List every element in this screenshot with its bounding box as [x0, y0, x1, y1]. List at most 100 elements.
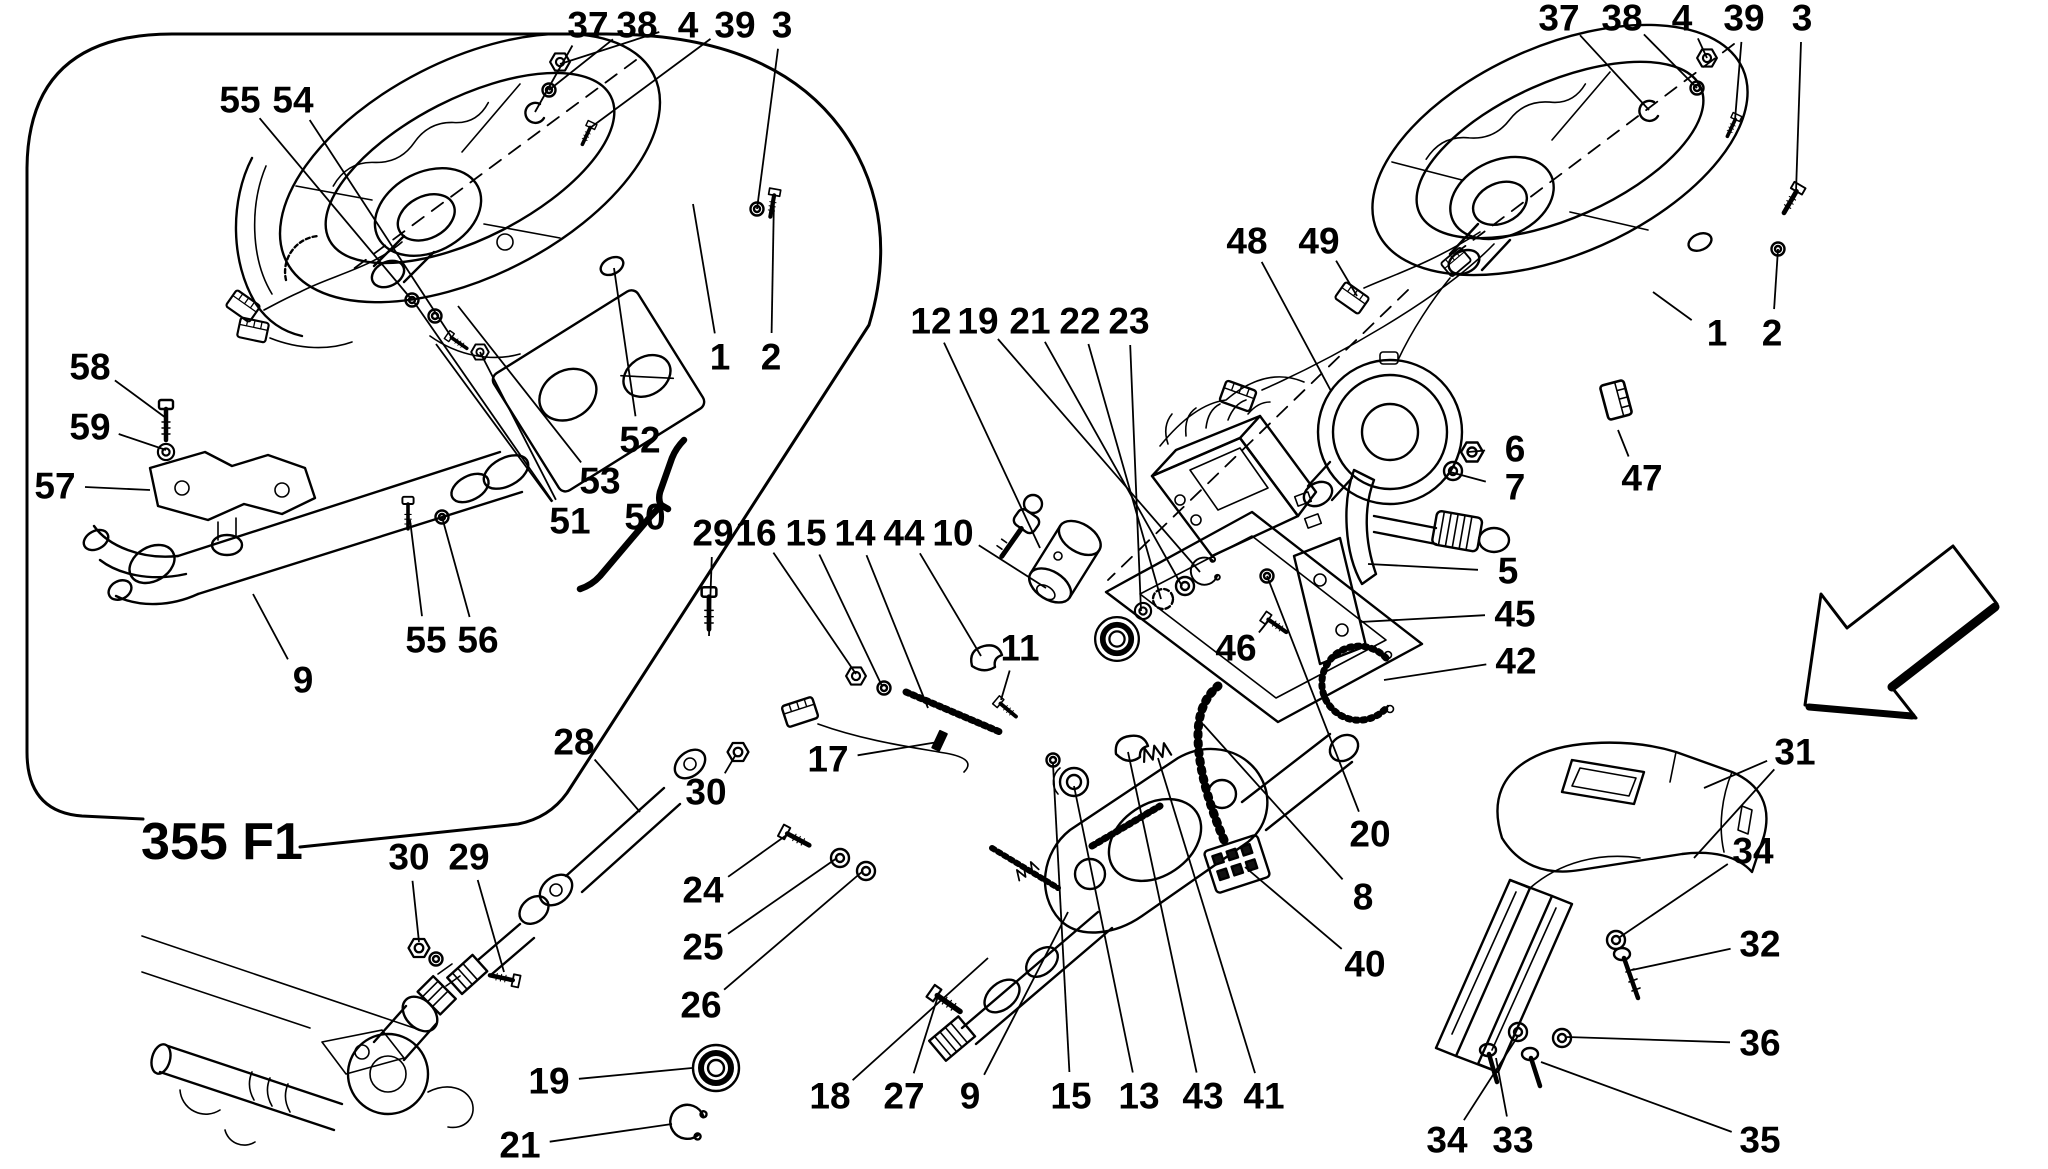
horn-slip-ring — [1302, 246, 1473, 508]
callout-4: 4 — [678, 5, 699, 46]
leader-line-12 — [943, 342, 1041, 549]
callout-36: 36 — [1739, 1023, 1780, 1064]
callout-17: 17 — [807, 739, 848, 780]
callout-27: 27 — [883, 1076, 924, 1117]
callout-1: 1 — [1707, 313, 1728, 354]
callout-38: 38 — [1601, 0, 1642, 39]
callout-55: 55 — [219, 80, 260, 121]
leader-line-37 — [1579, 34, 1650, 111]
column-bracket-assembly — [702, 510, 1424, 1017]
direction-arrow — [1803, 544, 2000, 720]
callout-25: 25 — [682, 927, 723, 968]
indicator-stalk — [1260, 441, 1511, 724]
leader-line-8 — [1202, 723, 1344, 881]
callout-55: 55 — [405, 620, 446, 661]
callout-1: 1 — [710, 337, 731, 378]
leader-line-28 — [593, 758, 641, 813]
leader-line-3 — [1795, 41, 1802, 193]
callout-20: 20 — [1349, 814, 1390, 855]
callout-29: 29 — [448, 837, 489, 878]
leader-line-14 — [865, 554, 929, 709]
leader-line-39 — [589, 38, 712, 129]
leader-line-29 — [476, 879, 505, 973]
callout-41: 41 — [1243, 1076, 1284, 1117]
leader-line-6 — [1467, 449, 1486, 453]
callout-19: 19 — [957, 301, 998, 342]
leader-line-15 — [1052, 763, 1071, 1073]
intermediate-shaft-lower — [407, 748, 707, 996]
leader-line-19 — [997, 338, 1201, 573]
leader-line-24 — [727, 833, 789, 878]
leader-line-7 — [1449, 471, 1487, 483]
callout-15: 15 — [785, 513, 826, 554]
leader-line-30 — [411, 880, 420, 943]
callout-3: 3 — [772, 5, 793, 46]
callout-34: 34 — [1732, 831, 1774, 872]
leader-line-36 — [1566, 1036, 1731, 1044]
callout-9: 9 — [960, 1076, 981, 1117]
leader-line-13 — [1073, 785, 1134, 1073]
callout-54: 54 — [272, 80, 314, 121]
leader-line-27 — [912, 995, 939, 1074]
leader-line-3 — [756, 48, 779, 210]
leader-line-37 — [534, 45, 574, 113]
callout-37: 37 — [1538, 0, 1579, 39]
callout-53: 53 — [579, 461, 620, 502]
leader-line-51 — [413, 301, 554, 503]
leader-line-29 — [708, 556, 713, 637]
ignition-switch — [1095, 376, 1323, 661]
callout-8: 8 — [1353, 877, 1374, 918]
callout-15: 15 — [1050, 1076, 1091, 1117]
callout-46: 46 — [1215, 628, 1256, 669]
callout-32: 32 — [1739, 924, 1780, 965]
leader-line-25 — [727, 857, 838, 935]
steering-wheel-right — [1107, 23, 1806, 581]
callout-58: 58 — [69, 347, 110, 388]
callout-42: 42 — [1495, 641, 1536, 682]
leader-line-58 — [114, 379, 167, 419]
leader-line-16 — [772, 552, 857, 675]
leader-line-9 — [983, 911, 1069, 1076]
leader-line-39 — [1734, 41, 1743, 121]
region-355f1-boundary — [25, 32, 883, 849]
leader-line-22 — [1087, 343, 1162, 600]
callout-29: 29 — [692, 513, 733, 554]
callout-12: 12 — [910, 301, 951, 342]
callout-26: 26 — [680, 985, 721, 1026]
callout-7: 7 — [1505, 467, 1526, 508]
callout-49: 49 — [1298, 221, 1339, 262]
callout-5: 5 — [1498, 551, 1519, 592]
leader-line-31 — [1693, 768, 1775, 859]
leader-line-11 — [1000, 670, 1011, 701]
callout-16: 16 — [735, 513, 776, 554]
steering-column-left — [82, 156, 706, 606]
callout-18: 18 — [809, 1076, 850, 1117]
callout-19: 19 — [528, 1061, 569, 1102]
leader-line-42 — [1383, 663, 1487, 681]
leader-line-34 — [1463, 1035, 1519, 1121]
callout-28: 28 — [553, 722, 594, 763]
leader-line-38 — [548, 38, 614, 91]
leader-line-33 — [1495, 1057, 1508, 1117]
leader-line-54 — [308, 119, 453, 339]
callout-48: 48 — [1226, 221, 1267, 262]
leader-line-4 — [1697, 38, 1708, 59]
leader-line-17 — [857, 741, 939, 757]
leader-line-2 — [1773, 248, 1779, 310]
leader-line-2 — [770, 195, 775, 334]
callout-31: 31 — [1774, 732, 1815, 773]
callout-59: 59 — [69, 407, 110, 448]
key-and-lock — [996, 493, 1102, 604]
leader-line-57 — [84, 486, 151, 491]
leader-line-10 — [978, 544, 1047, 589]
leader-line-15 — [818, 554, 883, 687]
connector-47 — [1598, 378, 1634, 422]
callout-34: 34 — [1426, 1120, 1468, 1161]
callout-52: 52 — [619, 420, 660, 461]
callout-4: 4 — [1672, 0, 1693, 39]
leader-line-44 — [919, 552, 982, 657]
callout-11: 11 — [1000, 628, 1039, 669]
callout-44: 44 — [883, 513, 925, 554]
